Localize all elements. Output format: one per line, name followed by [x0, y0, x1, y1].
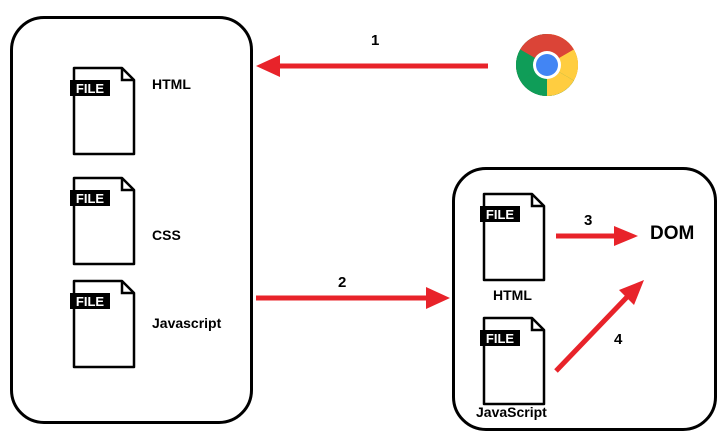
file-icon: FILE: [70, 279, 136, 369]
arrow-3: [556, 226, 638, 246]
css-file-label: CSS: [152, 227, 181, 243]
file-tag: FILE: [76, 81, 104, 96]
file-tag: FILE: [486, 331, 514, 346]
chrome-icon: [514, 32, 580, 103]
step-3-label: 3: [584, 212, 593, 229]
file-tag: FILE: [76, 191, 104, 206]
javascript-file-label: Javascript: [152, 315, 222, 331]
dom-html-label: HTML: [493, 287, 532, 303]
dom-javascript-label: JavaScript: [476, 404, 547, 420]
file-icon: FILE: [480, 316, 546, 406]
step-2-label: 2: [338, 274, 347, 291]
arrow-1: [256, 55, 488, 77]
file-tag: FILE: [486, 207, 514, 222]
arrow-2: [256, 287, 450, 309]
file-icon: FILE: [70, 176, 136, 266]
step-4-label: 4: [614, 331, 623, 348]
step-1-label: 1: [371, 32, 380, 49]
html-file-label: HTML: [152, 76, 191, 92]
file-tag: FILE: [76, 294, 104, 309]
file-icon: FILE: [480, 192, 546, 282]
file-icon: FILE: [70, 66, 136, 156]
dom-target-label: DOM: [650, 223, 695, 244]
arrow-4: [554, 280, 644, 373]
